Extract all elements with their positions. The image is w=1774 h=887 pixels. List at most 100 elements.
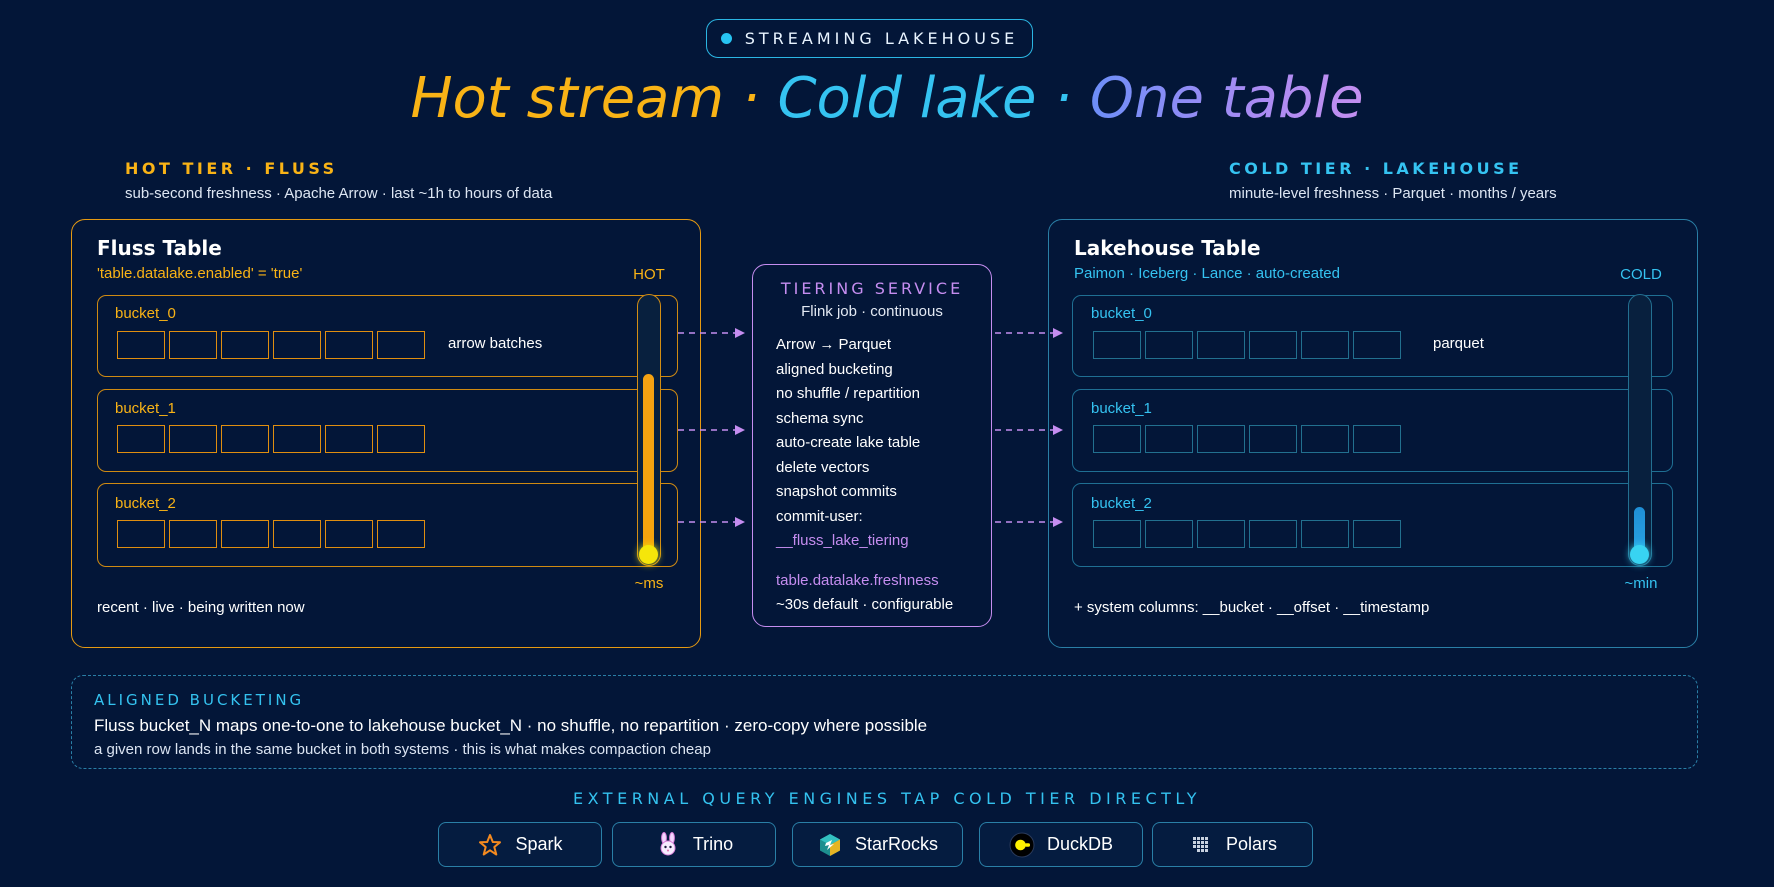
engine-trino-button[interactable]: Trino (612, 822, 776, 867)
tiering-service-panel: TIERING SERVICE Flink job · continuous A… (752, 264, 992, 627)
engine-spark-button[interactable]: Spark (438, 822, 602, 867)
tiering-service-subtitle: Flink job · continuous (801, 303, 943, 320)
cold-gauge-unit: ~min (1624, 575, 1658, 592)
fluss-bucket: bucket_1 (97, 389, 678, 472)
cold-gauge-fill (1634, 507, 1645, 558)
parquet-cell (1197, 331, 1245, 359)
feature-item: no shuffle / repartition (776, 385, 920, 402)
parquet-cell (1249, 520, 1297, 548)
headline-sep-1: · (724, 66, 778, 131)
batch-cell (117, 520, 165, 548)
streaming-lakehouse-badge: STREAMING LAKEHOUSE (706, 19, 1033, 58)
engine-name: StarRocks (854, 834, 939, 854)
arrowhead-icon (735, 425, 745, 435)
duckdb-duck-icon (1009, 832, 1035, 858)
badge-label: STREAMING LAKEHOUSE (744, 29, 1019, 48)
feature-item: schema sync (776, 409, 864, 427)
engine-name: Spark (515, 834, 563, 854)
hot-gauge-knob (639, 545, 658, 564)
parquet-cell (1249, 425, 1297, 453)
batch-cell (169, 520, 217, 548)
batch-cell (273, 425, 321, 453)
bucket-label: bucket_0 (1091, 305, 1152, 322)
hot-gauge-unit: ~ms (634, 575, 664, 592)
fluss-table-title: Fluss Table (97, 236, 222, 260)
bucket-note: parquet (1433, 335, 1484, 352)
hot-tier-subtitle: sub-second freshness · Apache Arrow · la… (125, 185, 553, 202)
parquet-cell (1353, 331, 1401, 359)
batch-cell (169, 425, 217, 453)
hot-gauge-fill (643, 374, 654, 558)
bucket-label: bucket_1 (1091, 400, 1152, 417)
batch-cell (221, 331, 269, 359)
parquet-cell (1353, 425, 1401, 453)
lakehouse-table-panel (1048, 219, 1698, 648)
arrowhead-icon (1053, 425, 1063, 435)
parquet-cell (1145, 331, 1193, 359)
batch-cell (117, 425, 165, 453)
arrow-batch-cells (117, 520, 425, 548)
feature-item: auto-create lake table (776, 434, 921, 451)
headline: Hot stream · Cold lake · One table (0, 66, 1774, 131)
feature-item: snapshot commits (776, 483, 897, 500)
cold-freshness-gauge (1628, 294, 1652, 566)
lakehouse-table-footer: + system columns: __bucket · __offset · … (1074, 599, 1430, 616)
batch-cell (325, 331, 373, 359)
hot-gauge-label: HOT (633, 266, 665, 283)
batch-cell (169, 331, 217, 359)
feature-item: Arrow → Parquet (776, 336, 892, 353)
tiering-service-features: Arrow → Parquet aligned bucketing no shu… (776, 333, 953, 618)
engine-name: Polars (1225, 834, 1278, 854)
bucket-label: bucket_2 (115, 495, 176, 512)
engine-polars-button[interactable]: Polars (1152, 822, 1313, 867)
lakehouse-bucket: bucket_0 parquet (1072, 295, 1673, 377)
headline-sep-2: · (1036, 66, 1090, 131)
feature-item: aligned bucketing (776, 360, 893, 378)
batch-cell (325, 520, 373, 548)
parquet-cell (1301, 425, 1349, 453)
arrow-batch-cells (117, 331, 425, 359)
query-engines-title: EXTERNAL QUERY ENGINES TAP COLD TIER DIR… (573, 789, 1201, 808)
status-dot-icon (720, 33, 732, 44)
aligned-bucketing-title: ALIGNED BUCKETING (94, 691, 305, 709)
engine-duckdb-button[interactable]: DuckDB (979, 822, 1143, 867)
cold-gauge-label: COLD (1620, 266, 1662, 283)
fluss-table-footer: recent · live · being written now (97, 599, 305, 616)
parquet-cell (1093, 520, 1141, 548)
parquet-cell (1301, 520, 1349, 548)
aligned-bucketing-description: Fluss bucket_N maps one-to-one to lakeho… (94, 716, 928, 735)
bucket-label: bucket_1 (115, 400, 176, 417)
fluss-table-panel (71, 219, 701, 648)
hot-freshness-gauge (637, 294, 661, 566)
parquet-cell (1093, 425, 1141, 453)
hot-tier-title: HOT TIER · FLUSS (125, 159, 338, 178)
bucket-label: bucket_2 (1091, 495, 1152, 512)
batch-cell (273, 331, 321, 359)
arrow-batch-cells (117, 425, 425, 453)
arrowhead-icon (735, 328, 745, 338)
bucket-label: bucket_0 (115, 305, 176, 322)
starrocks-cube-icon (817, 832, 843, 858)
engine-starrocks-button[interactable]: StarRocks (792, 822, 963, 867)
arrowhead-icon (1053, 517, 1063, 527)
feature-item: commit-user: (776, 507, 863, 525)
parquet-cell (1145, 425, 1193, 453)
trino-bunny-icon (655, 831, 681, 858)
cold-tier-subtitle: minute-level freshness · Parquet · month… (1229, 185, 1557, 202)
parquet-cells (1093, 425, 1401, 453)
batch-cell (377, 520, 425, 548)
parquet-cell (1145, 520, 1193, 548)
parquet-cells (1093, 520, 1401, 548)
parquet-cell (1301, 331, 1349, 359)
lakehouse-bucket: bucket_1 (1072, 389, 1673, 472)
lakehouse-table-title: Lakehouse Table (1074, 236, 1261, 260)
aligned-bucketing-panel: ALIGNED BUCKETING Fluss bucket_N maps on… (71, 675, 1698, 769)
batch-cell (221, 520, 269, 548)
parquet-cell (1197, 520, 1245, 548)
polars-grid-icon (1188, 832, 1214, 858)
engine-name: Trino (692, 834, 734, 854)
spark-star-icon (477, 832, 503, 858)
headline-one-table: One table (1089, 66, 1364, 131)
cold-tier-title: COLD TIER · LAKEHOUSE (1229, 159, 1523, 178)
batch-cell (377, 425, 425, 453)
